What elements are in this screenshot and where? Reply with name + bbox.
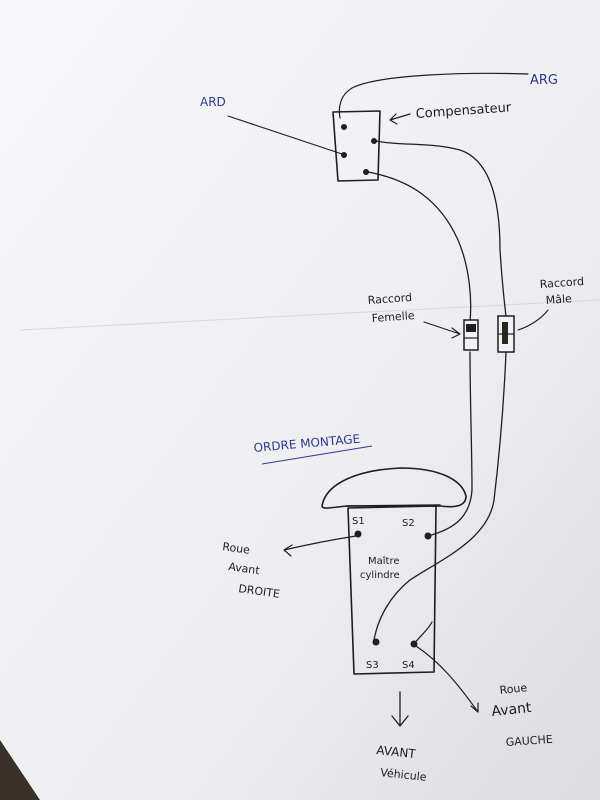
pipe-arg (338, 72, 529, 119)
label-avant-1: AVANT (376, 743, 417, 761)
label-raccord-male-1: Raccord (539, 275, 584, 291)
label-rag-1: Roue (499, 681, 528, 697)
label-raccord-male-2: Mâle (545, 292, 572, 307)
port-s3 (372, 638, 380, 646)
label-raccord-femelle-2: Femelle (371, 309, 415, 325)
master-cylinder (321, 467, 467, 675)
compensateur-block (332, 110, 381, 182)
label-s4: S4 (402, 660, 415, 671)
pipe-male-to-master (373, 351, 507, 641)
label-maitre-1: Maître (368, 555, 400, 567)
label-rad-1: Roue (222, 540, 251, 557)
pipe-s1-droite (283, 535, 357, 557)
label-compensateur: Compensateur (415, 100, 512, 122)
pipe-to-raccord-male (375, 140, 507, 317)
pipe-femelle-to-master (427, 351, 473, 537)
pipe-s4-gauche (415, 645, 479, 713)
paper-fold (19, 299, 600, 331)
arrow-avant-vehicule (391, 691, 409, 727)
label-s2: S2 (402, 518, 415, 529)
raccord-male (497, 315, 515, 353)
raccord-male-pointer (517, 309, 549, 331)
label-raccord-femelle-1: Raccord (367, 291, 412, 307)
label-s1: S1 (352, 516, 365, 527)
raccord-femelle-pointer (423, 321, 461, 339)
label-maitre-2: cylindre (360, 570, 400, 581)
label-ard: ARD (200, 95, 226, 109)
compensateur-port (341, 124, 347, 130)
compensateur-pointer (389, 113, 411, 125)
port-s2 (424, 532, 432, 540)
compensateur-port (371, 138, 377, 144)
label-rag-2: Avant (491, 700, 533, 720)
raccord-femelle (463, 319, 479, 351)
label-s3: S3 (366, 660, 379, 671)
compensateur-port (341, 152, 347, 158)
compensateur-port (363, 169, 369, 175)
label-rag-3: GAUCHE (505, 733, 553, 749)
label-arg: ARG (530, 73, 558, 88)
pipe-s4-up (413, 621, 433, 645)
label-rad-3: DROITE (238, 582, 281, 601)
ordre-montage-underline (261, 445, 373, 465)
pipe-ard (227, 115, 343, 155)
label-rad-2: Avant (228, 560, 262, 577)
pipe-to-raccord-femelle (367, 171, 472, 323)
label-avant-2: Véhicule (380, 766, 428, 784)
